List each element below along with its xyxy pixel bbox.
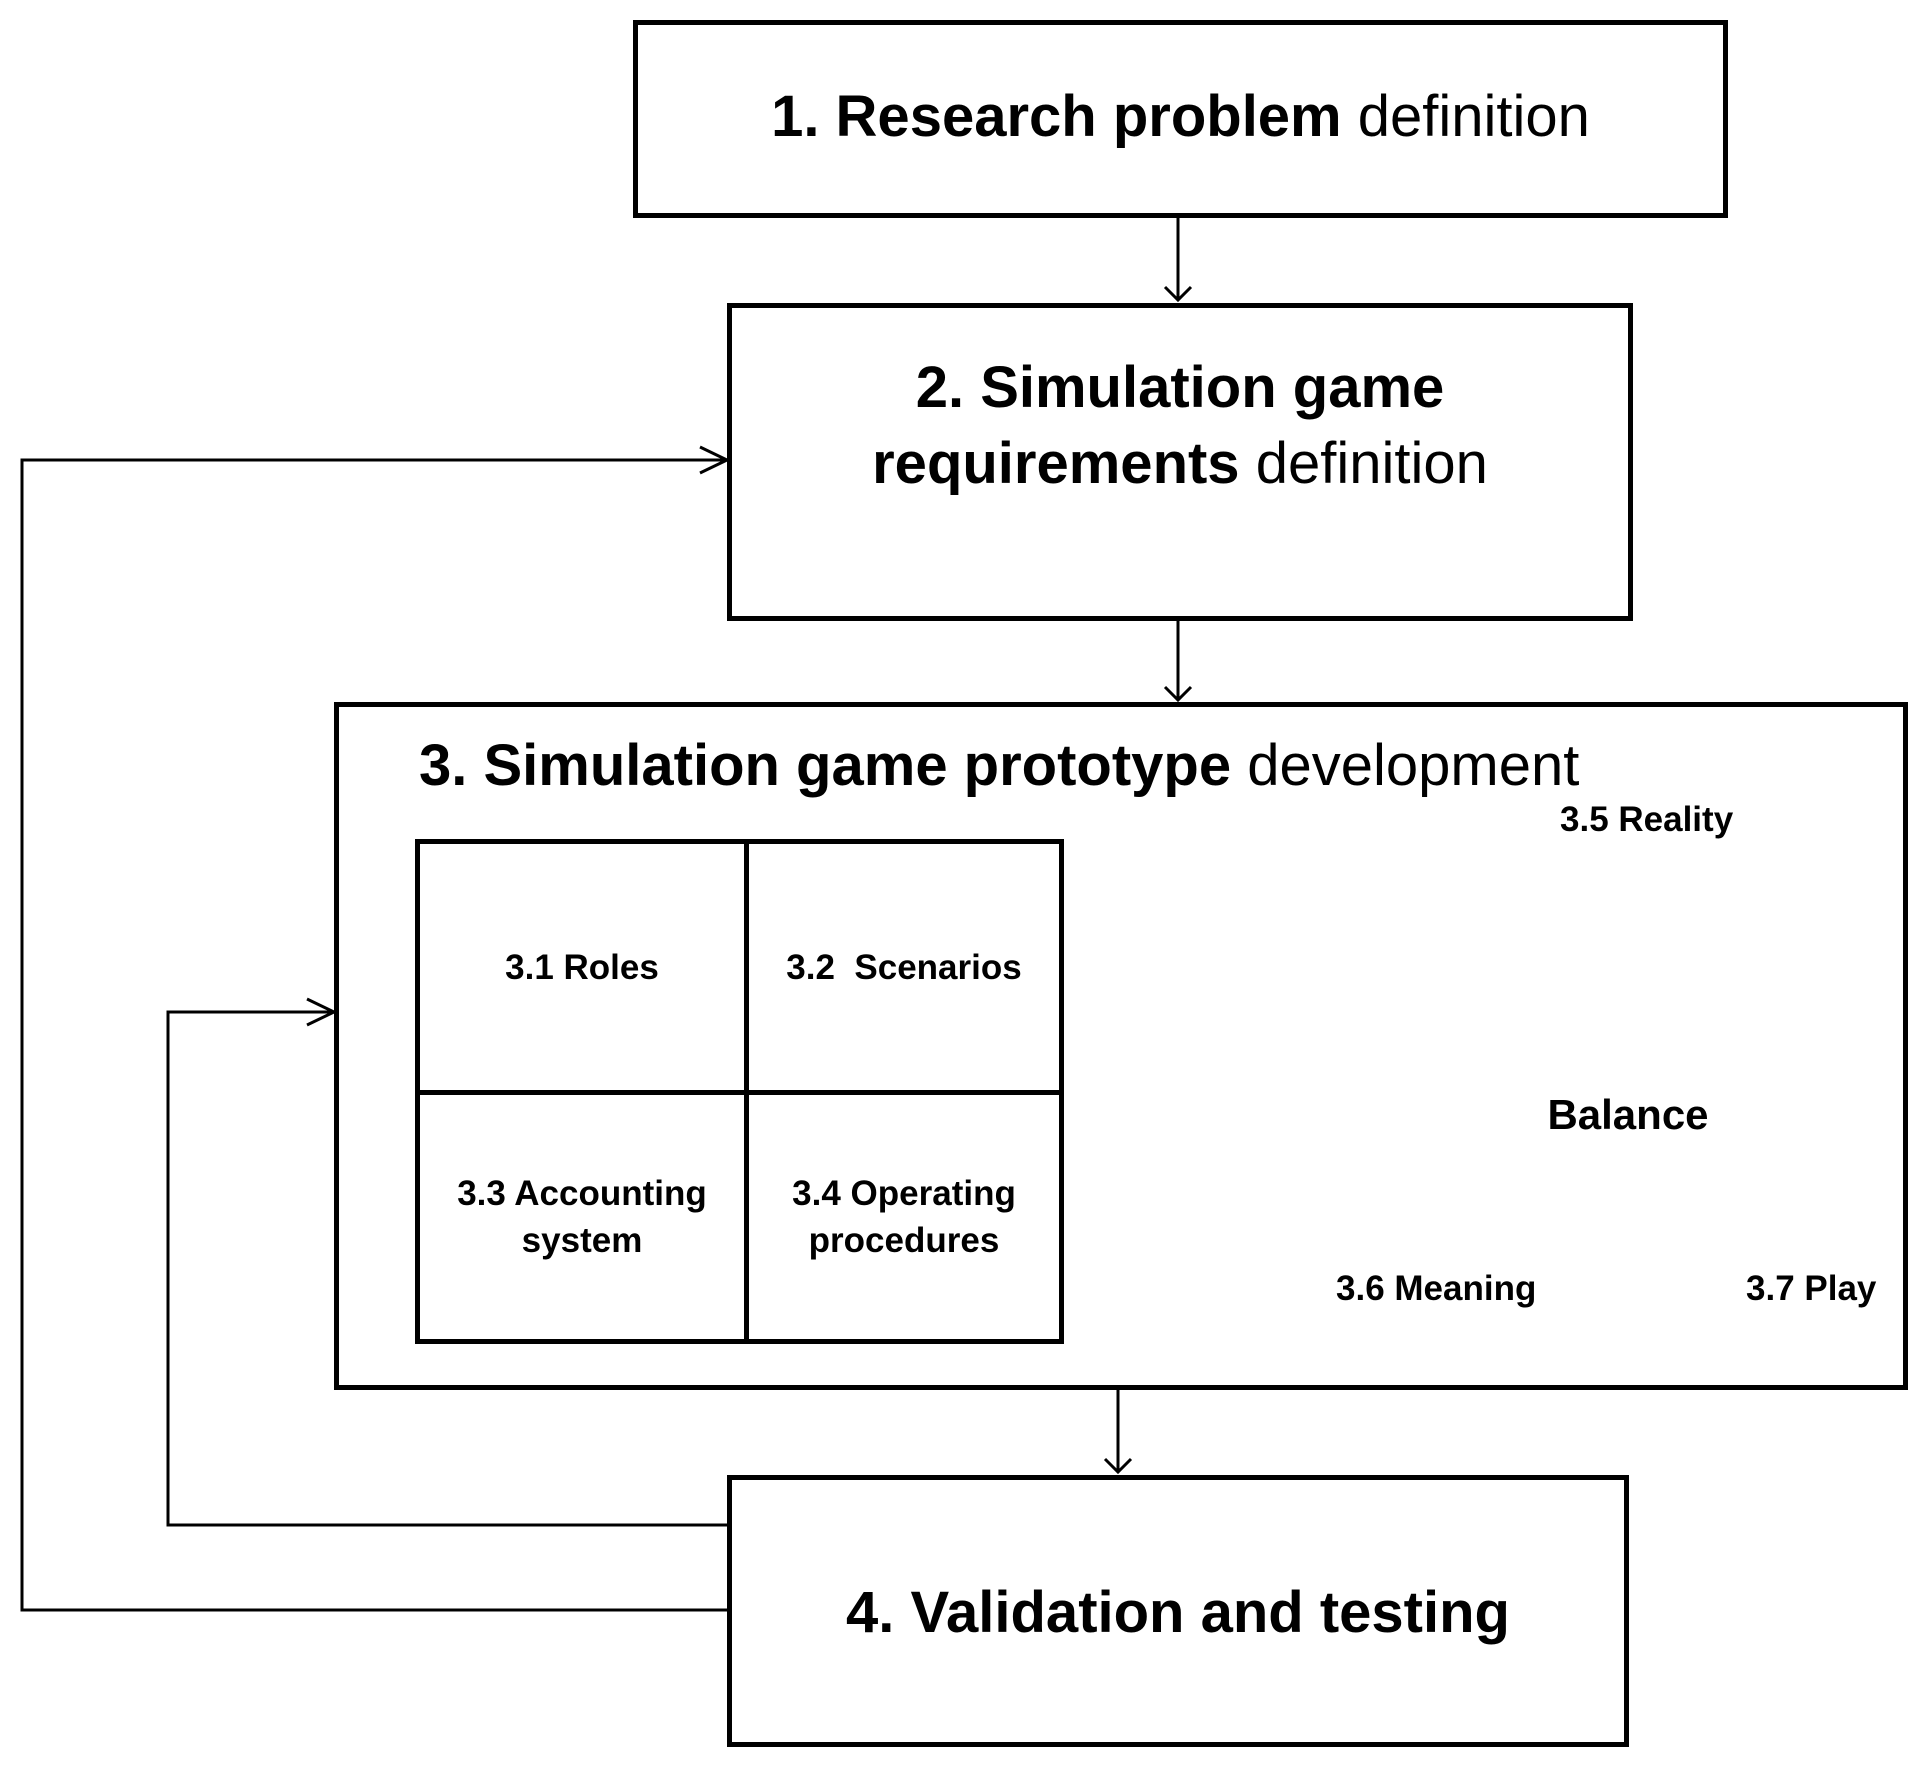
operating-label-line1: 3.4 Operating	[792, 1174, 1016, 1213]
triangle-label-play: 3.7 Play	[1746, 1269, 1877, 1308]
grid-cell-roles: 3.1 Roles	[420, 844, 744, 1090]
step1-box	[633, 20, 1728, 218]
feedback-step4-to-step2	[20, 458, 727, 1612]
step3-title-rest: development	[1247, 733, 1580, 798]
arrowhead-step2-to-step3	[1163, 685, 1193, 703]
roles-label: 3.1 Roles	[505, 947, 659, 987]
step4-title: 4. Validation and testing	[727, 1575, 1629, 1651]
step2-title-bold-line1: 2. Simulation game	[915, 355, 1445, 420]
step2-title-bold-line2: requirements	[872, 431, 1240, 496]
step1-title-rest: definition	[1357, 84, 1590, 149]
accounting-label-line2: system	[521, 1221, 643, 1260]
step2-title: 2. Simulation game requirements definiti…	[727, 350, 1633, 502]
triangle-label-meaning: 3.6 Meaning	[1336, 1269, 1537, 1308]
grid-cell-scenarios: 3.2 Scenarios	[749, 844, 1059, 1090]
operating-label-line2: procedures	[808, 1221, 1000, 1260]
step3-title-bold: 3. Simulation game prototype	[419, 733, 1232, 798]
step4-box	[727, 1475, 1629, 1747]
step2-title-rest: definition	[1255, 431, 1488, 496]
step1-title: 1. Research problem definition	[633, 79, 1728, 155]
accounting-label-line1: 3.3 Accounting	[457, 1174, 707, 1213]
arrowhead-step3-to-step4	[1103, 1457, 1133, 1475]
triangle-label-balance: Balance	[1547, 1091, 1709, 1138]
grid-cell-accounting: 3.3 Accounting system	[420, 1095, 744, 1339]
step4-title-bold: 4. Validation and testing	[846, 1580, 1510, 1645]
arrowhead-step1-to-step2	[1163, 285, 1193, 303]
grid-divider-horizontal	[415, 1090, 1064, 1095]
feedback-step4-to-step3	[166, 1010, 727, 1527]
step2-box	[727, 303, 1633, 621]
grid-cell-operating: 3.4 Operating procedures	[749, 1095, 1059, 1339]
triangle-label-reality: 3.5 Reality	[1560, 800, 1734, 839]
step3-title: 3. Simulation game prototype development	[419, 728, 1579, 804]
step1-title-bold: 1. Research problem	[771, 84, 1342, 149]
scenarios-label: 3.2 Scenarios	[786, 947, 1022, 987]
